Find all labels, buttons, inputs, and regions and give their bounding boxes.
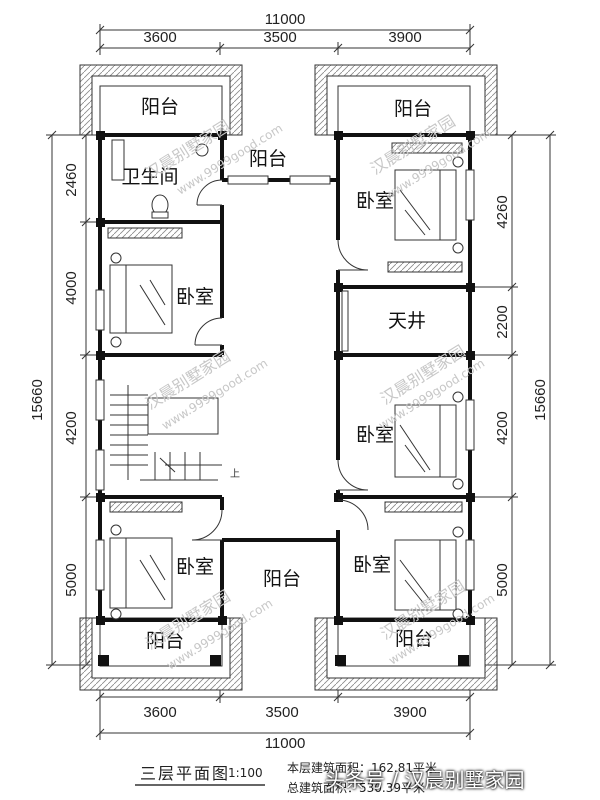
bed-right-mid — [394, 391, 464, 490]
dim-top-total: 11000 — [265, 11, 306, 28]
bed-upper-right — [394, 156, 464, 254]
label-bathroom: 卫生间 — [121, 166, 178, 188]
dim-bottom-part-2: 3500 — [265, 704, 298, 721]
dim-left-part-4: 5000 — [63, 563, 80, 596]
label-balcony-top-right: 阳台 — [394, 98, 432, 120]
dim-right-part-3: 4200 — [494, 411, 511, 444]
bathroom-fixtures — [111, 139, 209, 219]
dim-left-part-2: 4000 — [63, 271, 80, 304]
dim-top-part-2: 3500 — [263, 29, 296, 46]
dim-right-part-1: 4260 — [494, 195, 511, 228]
windows — [95, 169, 475, 591]
top-right-balcony-railing — [314, 64, 498, 136]
dim-left-part-3: 4200 — [63, 411, 80, 444]
bed-left-mid — [109, 252, 173, 348]
floor-area-note: 本层建筑面积：162.81平米 — [287, 761, 437, 775]
dim-left-part-1: 2460 — [63, 163, 80, 196]
bottom-left-balcony-railing — [79, 617, 243, 691]
drawing-title: 三层平面图 — [140, 764, 231, 783]
label-stair-up: 上 — [230, 468, 240, 480]
dim-bottom-total: 11000 — [265, 735, 306, 752]
top-left-balcony-railing — [79, 64, 243, 136]
beds — [109, 156, 464, 620]
right-dimension — [470, 130, 556, 670]
drawing-scale: 1:100 — [228, 766, 263, 780]
source-watermark: 头条号 / 汉晨别墅家园 — [325, 768, 525, 792]
dim-top-part-1: 3600 — [143, 29, 176, 46]
dim-bottom-part-3: 3900 — [393, 704, 426, 721]
label-balcony-bottom-right: 阳台 — [395, 628, 433, 650]
label-bedroom-right-mid: 卧室 — [356, 424, 394, 446]
top-dimension — [95, 24, 475, 55]
wardrobes — [107, 142, 463, 513]
total-area-note: 总建筑面积：530.39平米 — [287, 781, 425, 795]
label-balcony-top-mid: 阳台 — [249, 148, 287, 170]
dim-bottom-part-1: 3600 — [143, 704, 176, 721]
dim-right-part-4: 5000 — [494, 563, 511, 596]
dim-right-total: 15660 — [532, 379, 549, 421]
label-balcony-center: 阳台 — [263, 568, 301, 590]
structural-columns — [96, 131, 475, 666]
dim-top-part-3: 3900 — [388, 29, 421, 46]
label-balcony-top-left: 阳台 — [141, 96, 179, 118]
bed-lower-left — [109, 524, 173, 620]
label-bedroom-lower-left: 卧室 — [176, 556, 214, 578]
label-bedroom-left-mid: 卧室 — [176, 286, 214, 308]
door-swings — [191, 179, 369, 541]
bottom-dimension — [95, 690, 475, 740]
dim-right-part-2: 2200 — [494, 305, 511, 338]
staircase — [110, 385, 222, 481]
label-balcony-bottom-left: 阳台 — [146, 630, 184, 652]
walls — [98, 133, 472, 622]
label-light-well: 天井 — [388, 310, 426, 332]
label-bedroom-lower-right: 卧室 — [353, 554, 391, 576]
label-bedroom-upper-right: 卧室 — [356, 190, 394, 212]
bottom-right-balcony-railing — [314, 617, 498, 691]
bed-lower-right — [394, 526, 464, 620]
dim-left-total: 15660 — [29, 379, 46, 421]
